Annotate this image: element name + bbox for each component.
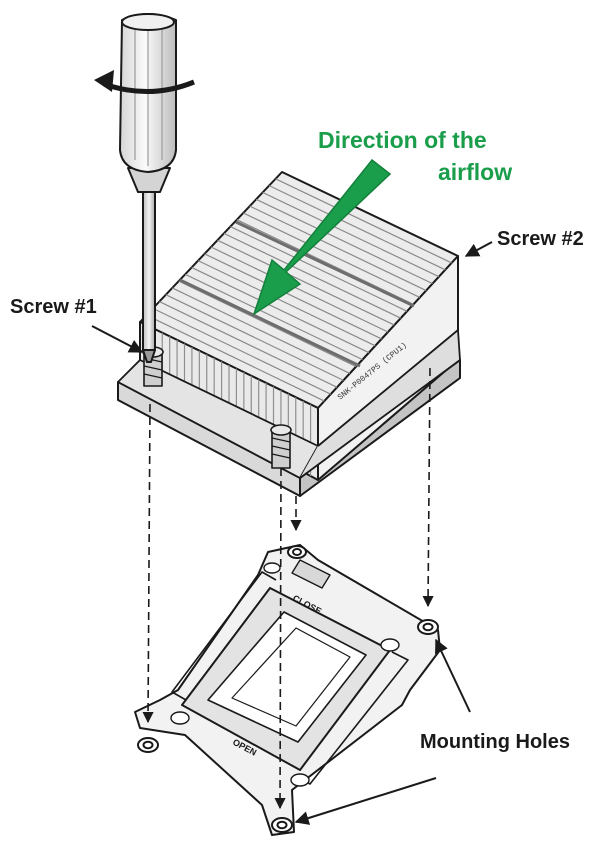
heatsink-fin bbox=[243, 212, 421, 298]
heatsink-fin bbox=[165, 294, 344, 381]
heatsink-fin bbox=[255, 198, 433, 285]
screw-front-spring bbox=[270, 424, 292, 469]
heatsink-fin bbox=[191, 266, 370, 354]
heatsink-fin bbox=[217, 239, 395, 326]
heatsink-fin bbox=[223, 232, 401, 319]
heatsink-fin bbox=[197, 260, 376, 347]
heatsink-fin bbox=[172, 287, 351, 374]
heatsink-fin bbox=[146, 314, 325, 402]
heatsink-fin bbox=[210, 246, 389, 333]
pointer-mounting-hole-right bbox=[435, 638, 471, 713]
alignment-guides bbox=[142, 367, 434, 810]
cpu-socket-bracket-icon: CLOSE OPEN bbox=[134, 544, 441, 836]
mounting-holes-label: Mounting Holes bbox=[420, 731, 570, 753]
heatsink-fin bbox=[230, 226, 408, 312]
heatsink-fin bbox=[178, 280, 357, 368]
screw-1-label: Screw #1 bbox=[10, 296, 97, 318]
pointer-mounting-hole-bottom bbox=[294, 777, 437, 825]
heatsink-fin bbox=[262, 191, 440, 278]
heatsink-fin bbox=[275, 178, 452, 264]
callout-pointers bbox=[91, 241, 493, 825]
heatsink-fin bbox=[184, 273, 363, 361]
screw-2-label: Screw #2 bbox=[497, 228, 584, 250]
mounting-hole-right bbox=[417, 619, 439, 635]
heatsink-fin bbox=[152, 307, 331, 395]
pointer-screw-2 bbox=[464, 241, 493, 257]
heatsink-icon: SNK-P0047PS (CPU1) bbox=[117, 171, 461, 497]
mounting-hole-top bbox=[287, 545, 307, 559]
heatsink-fin bbox=[159, 301, 338, 388]
heatsink-fin bbox=[249, 205, 427, 292]
mounting-hole-left bbox=[137, 737, 159, 753]
guide-bottom bbox=[274, 467, 286, 810]
guide-left bbox=[142, 403, 154, 724]
guide-right bbox=[422, 367, 434, 608]
airflow-label-line1: Direction of the bbox=[318, 127, 487, 153]
pointer-screw-1 bbox=[91, 325, 144, 353]
airflow-label-line2: airflow bbox=[438, 159, 513, 185]
rotation-arrow-icon bbox=[94, 70, 195, 94]
airflow-arrow-icon bbox=[252, 158, 392, 316]
heatsink-fin bbox=[268, 185, 446, 271]
heatsink-fin bbox=[204, 253, 382, 340]
mounting-hole-bottom bbox=[271, 817, 293, 833]
